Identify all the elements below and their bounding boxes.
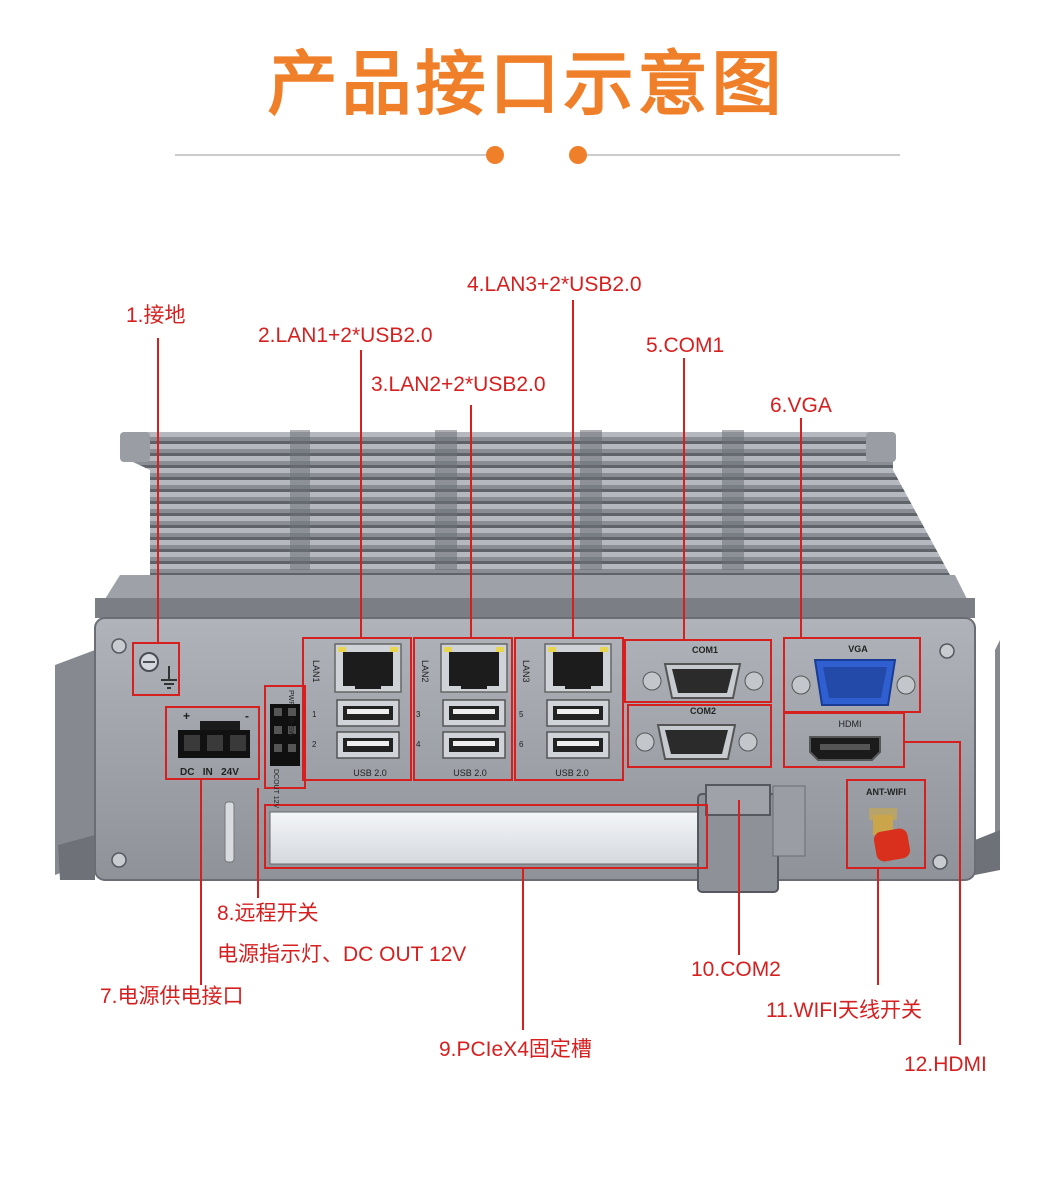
vga-port — [791, 659, 916, 706]
dc-minus-label: - — [245, 709, 249, 723]
lan2-label: LAN2 — [420, 660, 430, 683]
vga-panel-label: VGA — [848, 644, 868, 654]
callout-lan2: 3.LAN2+2*USB2.0 — [371, 373, 546, 396]
usb-number-5: 5 — [519, 710, 524, 719]
usb-number-4: 4 — [416, 740, 421, 749]
divider-dot-left — [486, 146, 504, 164]
callout-power-led: 电源指示灯、DC OUT 12V — [217, 943, 467, 966]
lan-usb-stacks — [334, 643, 612, 759]
com1-port — [642, 663, 764, 699]
callout-com2: 10.COM2 — [691, 958, 781, 981]
dc-in-label: DC IN 24V — [180, 767, 239, 778]
com2-port — [635, 724, 758, 760]
pcie-slot — [269, 784, 806, 893]
com1-panel-label: COM1 — [692, 645, 718, 655]
mount-brackets — [55, 640, 1000, 880]
usb-label-2: USB 2.0 — [453, 768, 487, 778]
divider-dot-right — [569, 146, 587, 164]
lan3-usb-stack — [544, 643, 612, 759]
callout-vga: 6.VGA — [770, 394, 832, 417]
ground-screw-icon — [139, 652, 177, 689]
ant-wifi-panel-label: ANT-WIFI — [866, 787, 906, 797]
callout-pcie: 9.PCIeX4固定槽 — [439, 1038, 592, 1061]
lan3-label: LAN3 — [521, 660, 531, 683]
callout-lan3: 4.LAN3+2*USB2.0 — [467, 273, 642, 296]
dcout-label: DCOUT 12V — [272, 769, 279, 808]
usb-label-1: USB 2.0 — [353, 768, 387, 778]
title-divider — [175, 146, 900, 164]
lan1-label: LAN1 — [311, 660, 321, 683]
wifi-antenna-icon — [869, 808, 911, 862]
leader-lines — [157, 300, 961, 1045]
led-light-pipe — [224, 801, 235, 863]
pwr-label: PWR — [287, 690, 294, 706]
callout-com1: 5.COM1 — [646, 334, 725, 357]
callout-lan1: 2.LAN1+2*USB2.0 — [258, 324, 433, 347]
callout-hdmi: 12.HDMI — [904, 1053, 987, 1076]
usb-number-3: 3 — [416, 710, 421, 719]
page-title: 产品接口示意图 — [267, 43, 786, 125]
callout-ground: 1.接地 — [126, 304, 186, 327]
r-sw-label: R-SW — [287, 718, 294, 737]
lan1-usb-stack — [334, 643, 402, 759]
usb-label-3: USB 2.0 — [555, 768, 589, 778]
remote-switch-header — [270, 704, 300, 766]
com2-panel-label: COM2 — [690, 706, 716, 716]
usb-number-1: 1 — [312, 710, 317, 719]
dc-plus-label: + — [183, 709, 190, 723]
usb-number-6: 6 — [519, 740, 524, 749]
callout-wifi: 11.WIFI天线开关 — [766, 999, 922, 1022]
callout-power: 7.电源供电接口 — [100, 985, 244, 1008]
callout-remote-switch: 8.远程开关 — [217, 902, 319, 925]
hdmi-panel-label: HDMI — [839, 719, 862, 729]
dc-power-connector — [178, 721, 250, 758]
heatsink — [95, 430, 975, 618]
callout-boxes — [132, 637, 926, 869]
usb-number-2: 2 — [312, 740, 317, 749]
hdmi-port — [809, 736, 881, 761]
lan2-usb-stack — [440, 643, 508, 759]
